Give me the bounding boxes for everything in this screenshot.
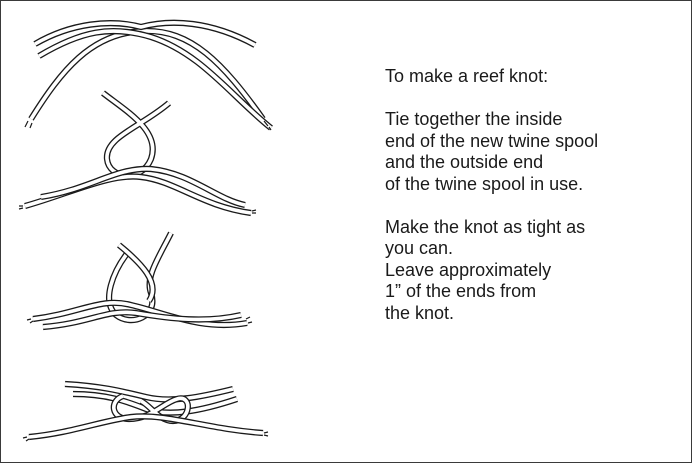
paragraph-1-line: end of the new twine spool bbox=[385, 131, 685, 153]
paragraph-1-line: Tie together the inside bbox=[385, 109, 685, 131]
knot-step-1-diagram bbox=[25, 23, 271, 130]
instructions-paragraph-1: Tie together the inside end of the new t… bbox=[385, 109, 685, 195]
paragraph-2-line: Make the knot as tight as bbox=[385, 217, 685, 239]
instructions-heading: To make a reef knot: bbox=[385, 66, 685, 88]
paragraph-2-line: the knot. bbox=[385, 303, 685, 325]
paragraph-1-line: of the twine spool in use. bbox=[385, 174, 685, 196]
reef-knot-instructions: To make a reef knot: Tie together the in… bbox=[385, 66, 685, 346]
knot-step-3-diagram bbox=[27, 233, 252, 327]
knot-step-4-diagram bbox=[23, 384, 268, 441]
reef-knot-illustrations bbox=[1, 1, 301, 462]
paragraph-2-line: Leave approximately bbox=[385, 260, 685, 282]
paragraph-2-line: you can. bbox=[385, 238, 685, 260]
paragraph-2-line: 1” of the ends from bbox=[385, 281, 685, 303]
knot-step-2-diagram bbox=[19, 93, 256, 213]
paragraph-1-line: and the outside end bbox=[385, 152, 685, 174]
instructions-paragraph-2: Make the knot as tight as you can. Leave… bbox=[385, 217, 685, 325]
heading-text: To make a reef knot: bbox=[385, 66, 685, 88]
